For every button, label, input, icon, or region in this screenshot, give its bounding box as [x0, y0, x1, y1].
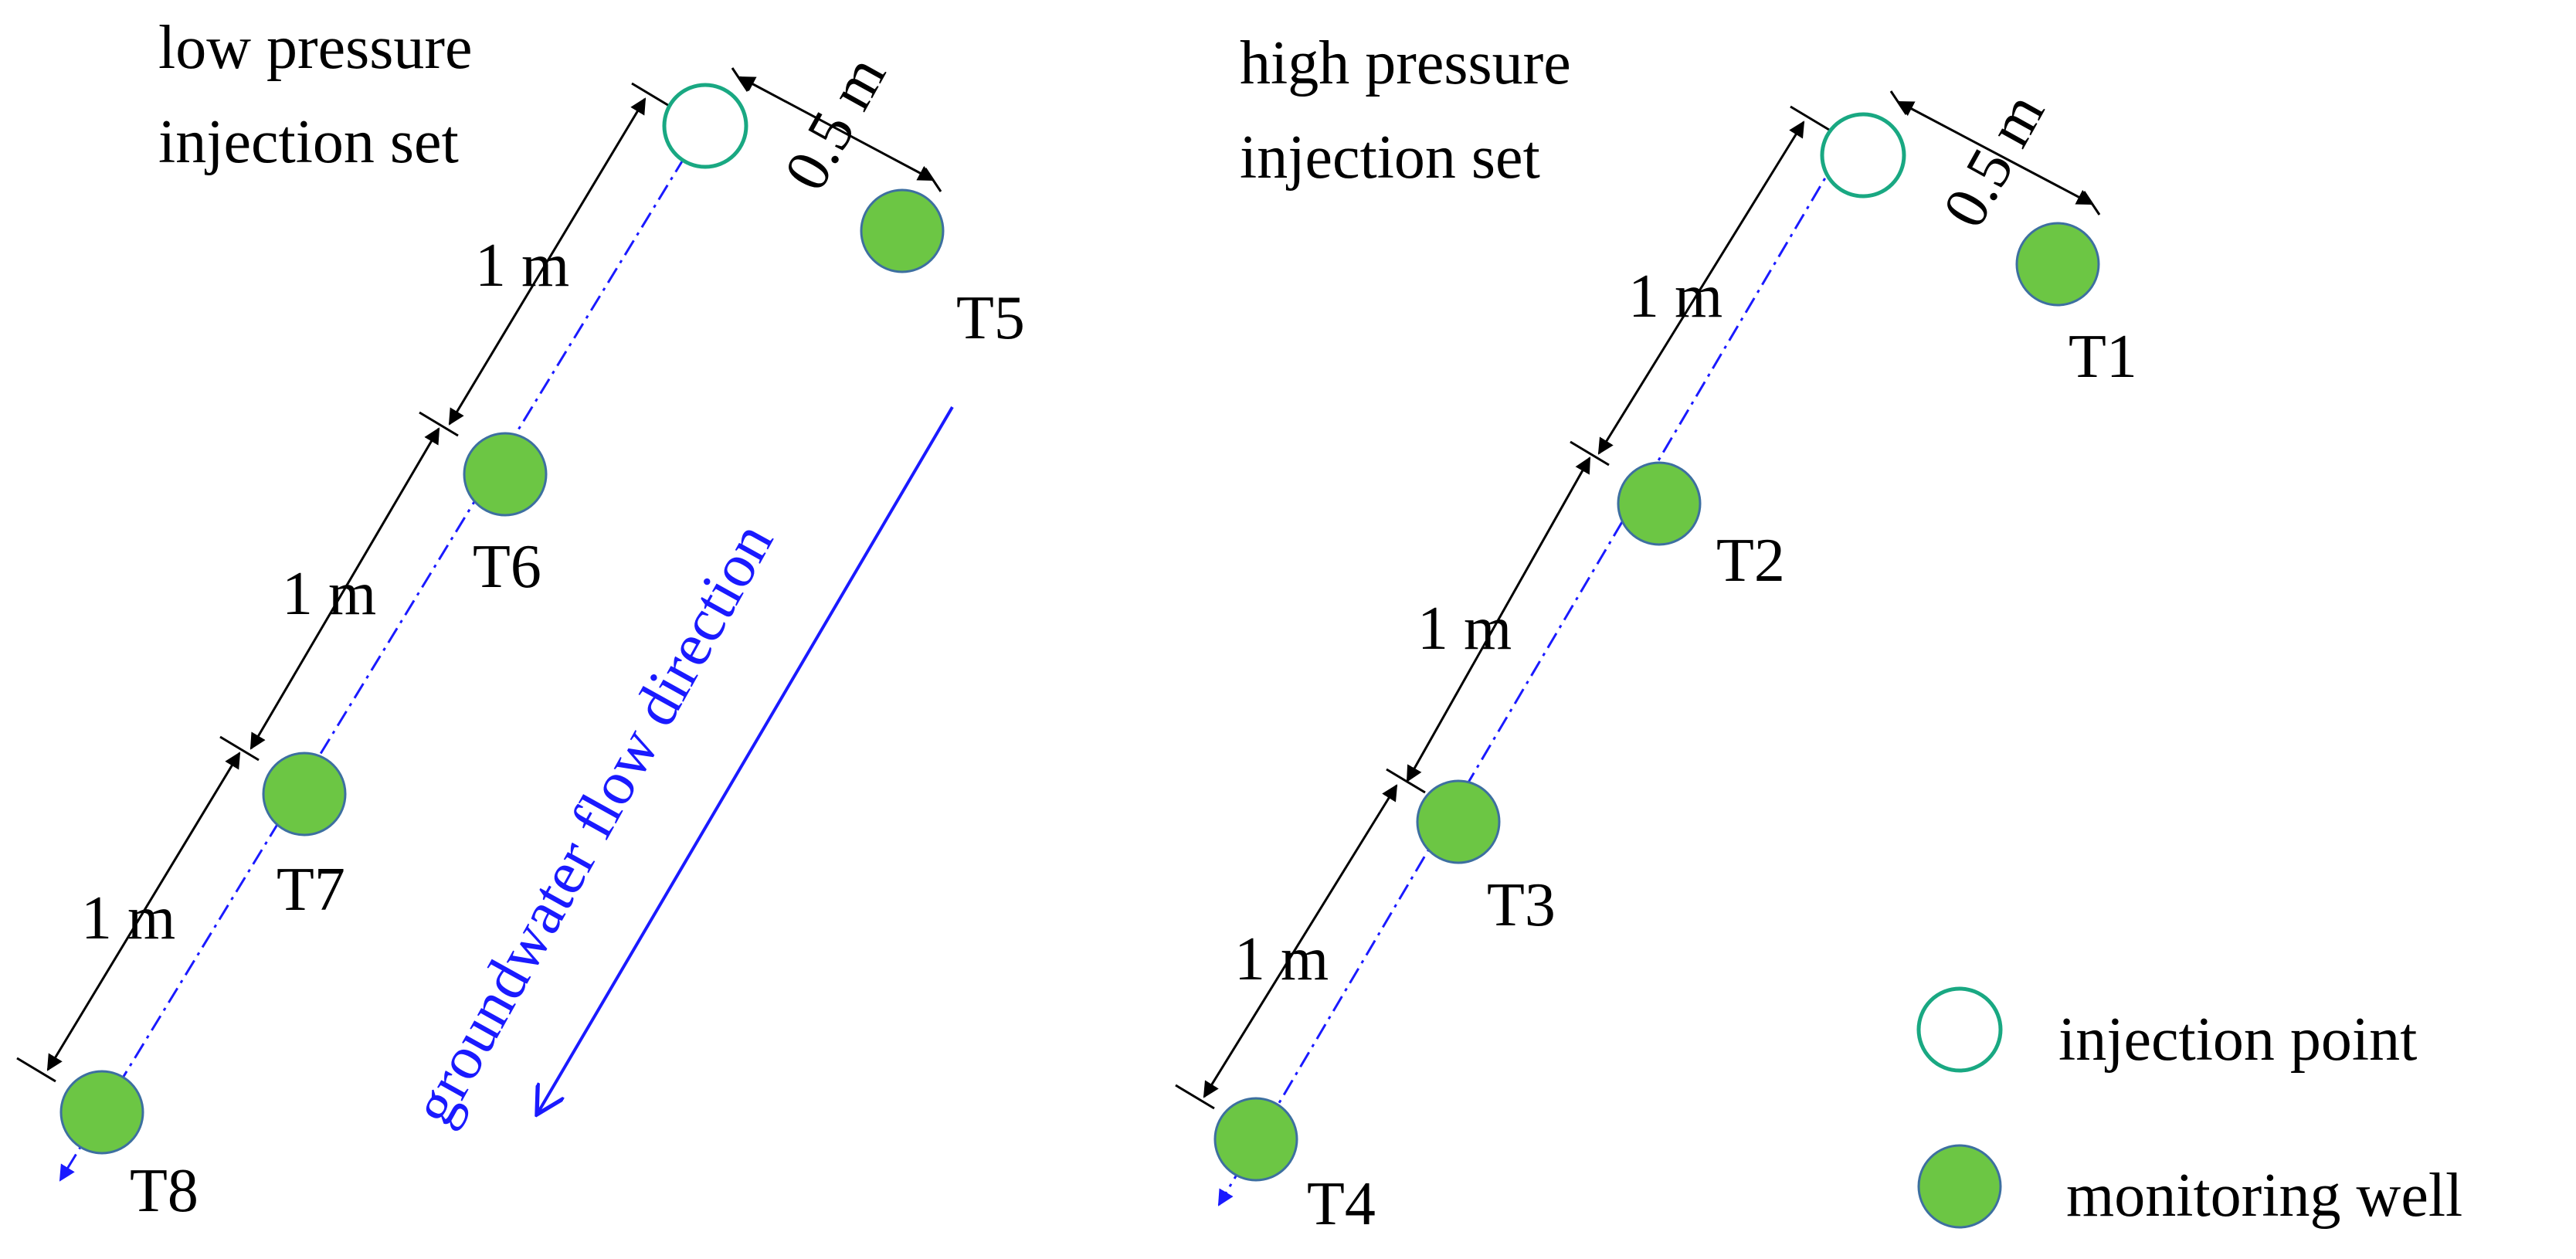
flow-direction-label: groundwater flow direction	[399, 512, 786, 1136]
well-t5	[860, 188, 945, 273]
well-t7	[262, 752, 347, 837]
high-offset-label: 0.5 m	[1930, 83, 2058, 239]
low-dimension-chain	[16, 82, 671, 1083]
low-spacing-label-2: 1 m	[282, 560, 376, 628]
low-injection-point	[662, 83, 748, 169]
low-pressure-set: low pressure injection set 1 m 1 m 1 m 0…	[16, 14, 1025, 1225]
low-dim-arrow-2	[249, 427, 440, 750]
groundwater-flow: groundwater flow direction	[399, 406, 954, 1136]
well-t6	[463, 432, 548, 517]
high-pressure-set: high pressure injection set 1 m 1 m 1 m …	[1175, 29, 2137, 1238]
legend-monitoring-label: monitoring well	[2066, 1162, 2462, 1230]
legend-injection-label: injection point	[2058, 1006, 2417, 1074]
well-label-t4: T4	[1307, 1170, 1376, 1238]
high-set-title-line1: high pressure	[1240, 29, 1571, 97]
low-dim-arrow-3	[46, 752, 241, 1071]
well-label-t7: T7	[277, 856, 345, 924]
high-set-title-line2: injection set	[1240, 124, 1540, 192]
high-dim-arrow-1	[1597, 120, 1805, 455]
high-spacing-label-2: 1 m	[1417, 595, 1512, 663]
well-label-t8: T8	[130, 1157, 199, 1225]
high-spacing-label-1: 1 m	[1628, 263, 1722, 331]
low-spacing-label-1: 1 m	[475, 232, 569, 300]
low-centerline	[59, 129, 703, 1182]
low-set-title-line2: injection set	[158, 108, 459, 176]
legend-monitoring-icon	[1917, 1144, 2002, 1229]
well-t1	[2015, 222, 2100, 307]
well-label-t1: T1	[2069, 323, 2137, 391]
high-spacing-label-3: 1 m	[1234, 925, 1329, 993]
well-t3	[1416, 779, 1501, 864]
low-dim-arrow-1	[448, 97, 647, 426]
low-offset-dimension	[731, 67, 942, 192]
well-label-t2: T2	[1716, 527, 1785, 595]
high-dim-arrow-3	[1203, 784, 1398, 1098]
low-offset-label: 0.5 m	[772, 46, 899, 202]
well-label-t3: T3	[1487, 871, 1556, 939]
high-centerline	[1217, 158, 1838, 1206]
low-set-title-line1: low pressure	[158, 14, 473, 82]
low-spacing-label-3: 1 m	[81, 884, 175, 952]
well-label-t5: T5	[956, 284, 1025, 352]
high-injection-point	[1820, 112, 1906, 199]
legend-injection-icon	[1916, 986, 2003, 1073]
well-t4	[1213, 1097, 1298, 1182]
well-t2	[1617, 461, 1702, 546]
high-dim-arrow-2	[1406, 456, 1591, 782]
legend: injection point monitoring well	[1916, 986, 2462, 1230]
high-offset-dimension	[1889, 90, 2101, 215]
well-t8	[59, 1070, 144, 1155]
flow-direction-arrow	[537, 406, 954, 1115]
high-dimension-chain	[1175, 105, 1830, 1110]
well-label-t6: T6	[473, 533, 541, 601]
